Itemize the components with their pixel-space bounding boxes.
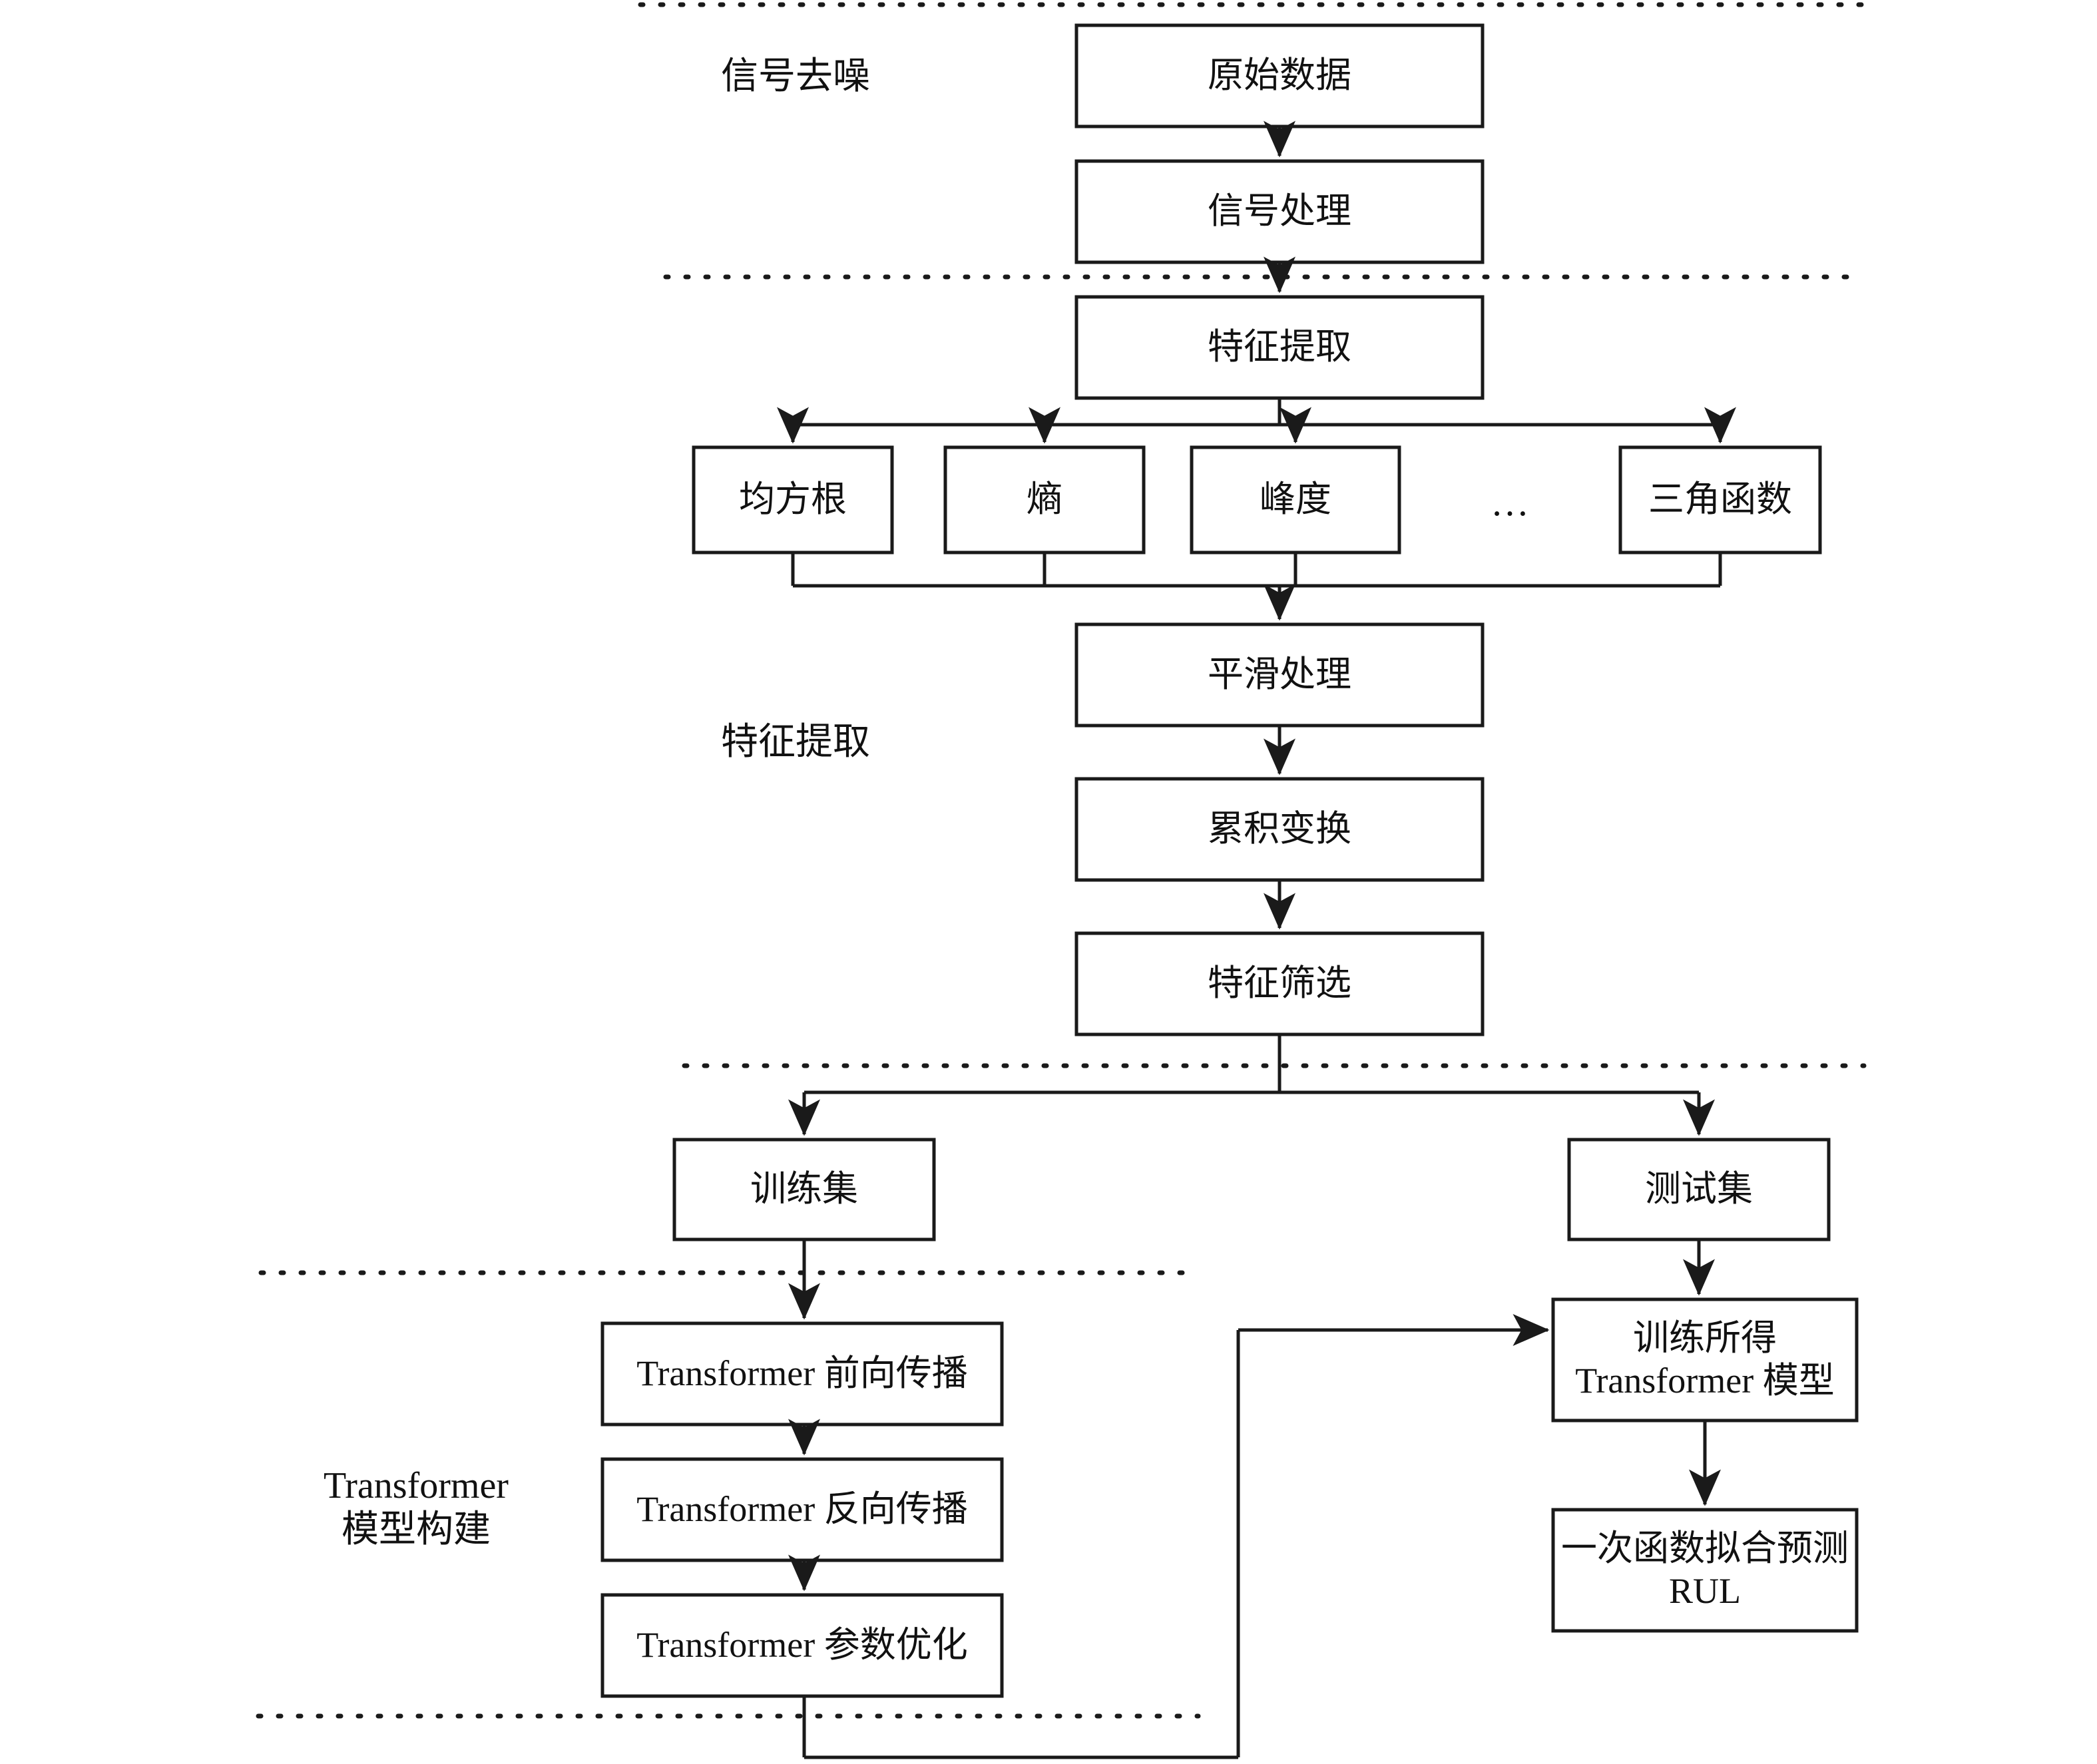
- node-raw-data: [1074, 23, 1485, 128]
- node-kurtosis: [1190, 445, 1401, 554]
- node-training-set: [672, 1138, 936, 1241]
- node-signal-processing: [1074, 159, 1485, 264]
- node-trigonometric: [1618, 445, 1822, 554]
- node-smoothing: [1074, 622, 1485, 728]
- node-parameter-optimization: [600, 1593, 1004, 1698]
- node-test-set: [1567, 1138, 1831, 1241]
- node-feature-extraction: [1074, 295, 1485, 400]
- node-feature-selection: [1074, 931, 1485, 1036]
- node-cumulative-transform: [1074, 777, 1485, 882]
- node-trained-model: [1551, 1297, 1859, 1423]
- node-entropy: [943, 445, 1146, 554]
- node-rul-prediction: [1551, 1508, 1859, 1633]
- node-rms: [692, 445, 894, 554]
- node-backward-propagation: [600, 1457, 1004, 1562]
- node-forward-propagation: [600, 1321, 1004, 1427]
